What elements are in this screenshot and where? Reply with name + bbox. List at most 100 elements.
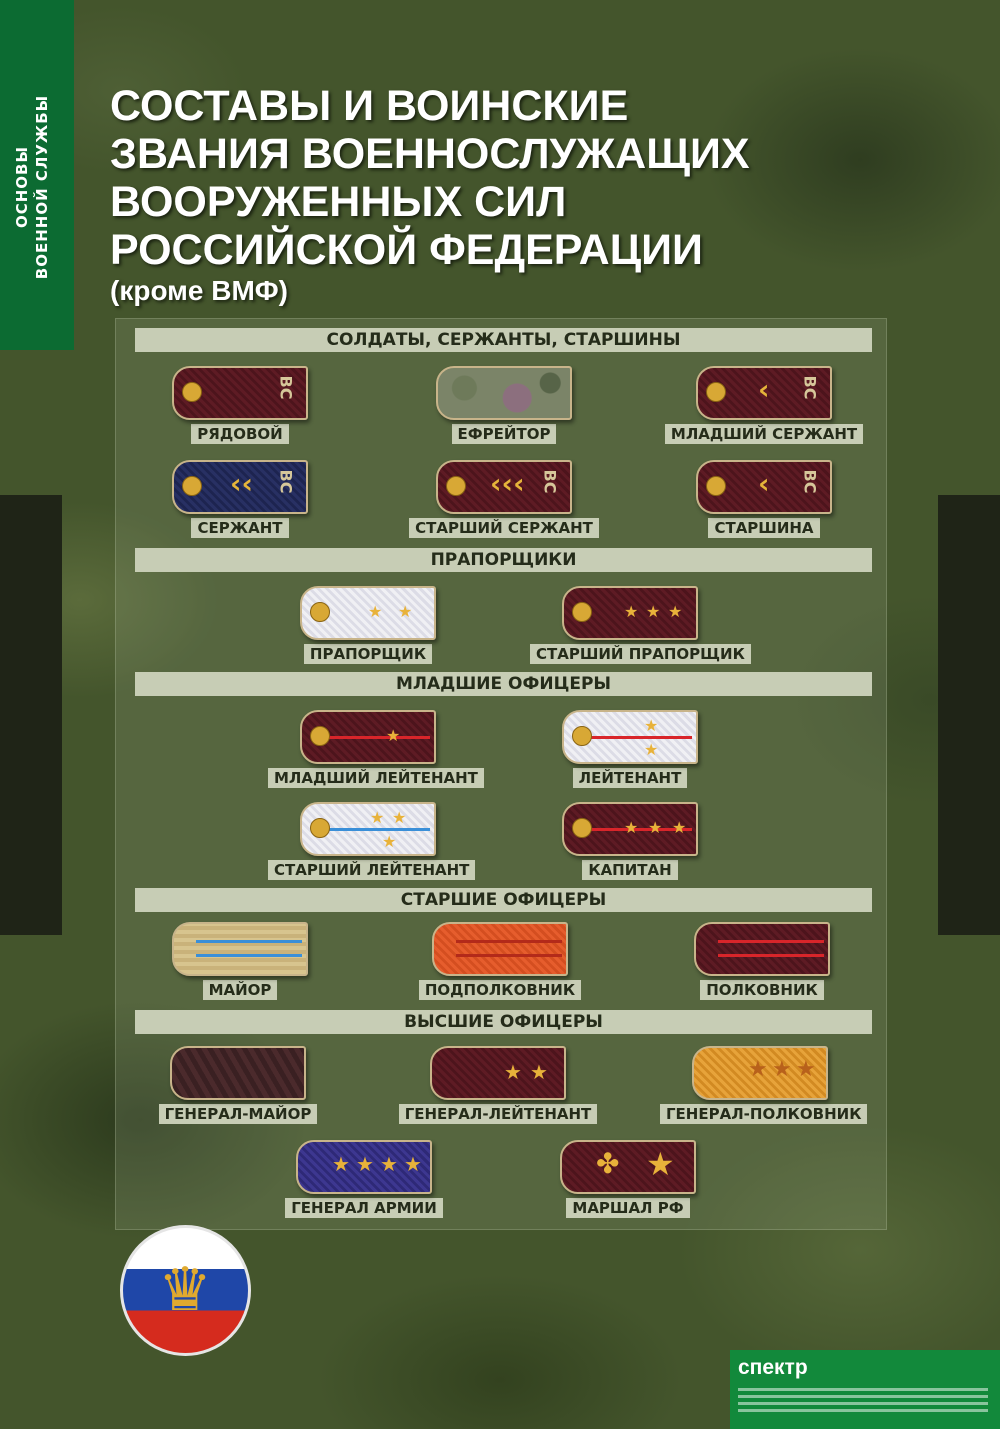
shoulder-board: ★ ★ ★ (562, 586, 698, 640)
title-line: ЗВАНИЯ ВОЕННОСЛУЖАЩИХ (110, 130, 750, 178)
title-subtitle: (кроме ВМФ) (110, 275, 289, 306)
button-icon (446, 476, 466, 496)
rank-label: СТАРШИЙ СЕРЖАНТ (409, 518, 599, 538)
rank-gen-colonel: ★ ★ ★ ГЕНЕРАЛ-ПОЛКОВНИК (660, 1046, 868, 1124)
rank-label: РЯДОВОЙ (191, 424, 289, 444)
button-icon (182, 476, 202, 496)
shoulder-board: ‹‹‹ ВС (436, 460, 572, 514)
gap-stripe (718, 940, 824, 943)
gap-stripe (196, 954, 302, 957)
star-icon: ★ (646, 1145, 675, 1183)
rank-label: ГЕНЕРАЛ-МАЙОР (158, 1104, 318, 1124)
shoulder-board (436, 366, 572, 420)
rank-label: ЛЕЙТЕНАНТ (572, 768, 688, 788)
star-icon: ★ (748, 1057, 768, 1082)
chevron-icon: ‹‹‹ (490, 467, 525, 500)
rank-gen-major: ГЕНЕРАЛ-МАЙОР (138, 1046, 338, 1124)
gap-stripe (718, 954, 824, 957)
gap-stripe (586, 828, 692, 831)
shoulder-board: ★ ★ (430, 1046, 566, 1100)
rank-major: МАЙОР (140, 922, 340, 1000)
rank-label: СТАРШИЙ ПРАПОРЩИК (530, 644, 751, 664)
shoulder-board (432, 922, 568, 976)
star-icon: ★ (644, 740, 659, 759)
side-tab-line1: ОСНОВЫ (13, 145, 31, 229)
chevron-icon: ‹ (758, 467, 770, 500)
rank-praporshchik: ★ ★ ПРАПОРЩИК (268, 586, 468, 664)
rank-sergeant: ‹‹ ВС СЕРЖАНТ (140, 460, 340, 538)
vs-mark: ВС (800, 469, 820, 494)
section-warrant: ПРАПОРЩИКИ (135, 548, 872, 572)
star-icon: ★ (398, 602, 413, 621)
star-icon: ★ (382, 832, 397, 851)
shoulder-board: ★ ★ ★ ★ (296, 1140, 432, 1194)
star-icon: ★ (624, 602, 639, 621)
shoulder-board: ★ ★ ★ (300, 802, 436, 856)
left-side-strip (0, 495, 62, 935)
rank-label: ГЕНЕРАЛ-ЛЕЙТЕНАНТ (398, 1104, 598, 1124)
rank-marshal: ✤ ★ МАРШАЛ РФ (528, 1140, 728, 1218)
rank-jr-lieutenant: ★ МЛАДШИЙ ЛЕЙТЕНАНТ (268, 710, 484, 788)
section-higher-officers: ВЫСШИЕ ОФИЦЕРЫ (135, 1010, 872, 1034)
star-icon: ★ (404, 1152, 422, 1176)
rank-starshina: ‹ ВС СТАРШИНА (664, 460, 864, 538)
star-icon: ★ (504, 1060, 522, 1084)
shoulder-board: ‹ ВС (696, 460, 832, 514)
rank-label: ПРАПОРЩИК (303, 644, 433, 664)
rank-captain: ★ ★ ★ КАПИТАН (530, 802, 730, 880)
vs-mark: ВС (800, 375, 820, 400)
button-icon (572, 818, 592, 838)
emblem-icon: ✤ (596, 1147, 620, 1180)
rank-label: ПОЛКОВНИК (700, 980, 824, 1000)
section-junior-officers: МЛАДШИЕ ОФИЦЕРЫ (135, 672, 872, 696)
vs-mark: ВС (276, 375, 296, 400)
star-icon: ★ (380, 1152, 398, 1176)
rank-lt-colonel: ПОДПОЛКОВНИК (400, 922, 600, 1000)
eagle-icon: ♛ (158, 1255, 212, 1325)
button-icon (182, 382, 202, 402)
publisher-logo: спектр (738, 1356, 808, 1379)
vs-mark: ВС (540, 469, 560, 494)
gap-stripe (586, 736, 692, 739)
button-icon (706, 382, 726, 402)
star-icon: ★ (644, 716, 659, 735)
shoulder-board: ‹‹ ВС (172, 460, 308, 514)
rank-label: ГЕНЕРАЛ-ПОЛКОВНИК (660, 1104, 868, 1124)
right-strip-decor (954, 500, 984, 930)
button-icon (310, 818, 330, 838)
shoulder-board: ★ ★ ★ (562, 802, 698, 856)
shoulder-board: ★ ★ (300, 586, 436, 640)
rank-sr-praporshchik: ★ ★ ★ СТАРШИЙ ПРАПОРЩИК (530, 586, 751, 664)
button-icon (706, 476, 726, 496)
rank-label: МЛАДШИЙ СЕРЖАНТ (664, 424, 864, 444)
chevron-icon: ‹ (758, 373, 770, 406)
shoulder-board: ★ (300, 710, 436, 764)
star-icon: ★ (648, 818, 663, 837)
gap-stripe (456, 954, 562, 957)
poster-title: СОСТАВЫ И ВОИНСКИЕ ЗВАНИЯ ВОЕННОСЛУЖАЩИХ… (110, 82, 910, 308)
rank-label: МАРШАЛ РФ (566, 1198, 690, 1218)
shoulder-board: ‹ ВС (696, 366, 832, 420)
gap-stripe (324, 828, 430, 831)
title-line: ВООРУЖЕННЫХ СИЛ (110, 178, 567, 226)
side-tab: ОСНОВЫ ВОЕННОЙ СЛУЖБЫ (0, 0, 74, 350)
vs-mark: ВС (276, 469, 296, 494)
section-senior-officers: СТАРШИЕ ОФИЦЕРЫ (135, 888, 872, 912)
title-line: СОСТАВЫ И ВОИНСКИЕ (110, 82, 629, 130)
rank-label: ГЕНЕРАЛ АРМИИ (285, 1198, 443, 1218)
star-icon: ★ (668, 602, 683, 621)
title-line: РОССИЙСКОЙ ФЕДЕРАЦИИ (110, 226, 703, 274)
gap-stripe (324, 736, 430, 739)
rank-label: СЕРЖАНТ (191, 518, 289, 538)
rank-private: ВС РЯДОВОЙ (140, 366, 340, 444)
footer-fine-print (738, 1384, 988, 1416)
state-emblem-icon: ♛ (120, 1225, 251, 1356)
rank-label: СТАРШИЙ ЛЕЙТЕНАНТ (268, 860, 476, 880)
side-tab-text: ОСНОВЫ ВОЕННОЙ СЛУЖБЫ (12, 42, 62, 332)
shoulder-board (694, 922, 830, 976)
star-icon: ★ (672, 818, 687, 837)
rank-label: МЛАДШИЙ ЛЕЙТЕНАНТ (268, 768, 484, 788)
shoulder-board (170, 1046, 306, 1100)
shoulder-board: ВС (172, 366, 308, 420)
star-icon: ★ (530, 1060, 548, 1084)
